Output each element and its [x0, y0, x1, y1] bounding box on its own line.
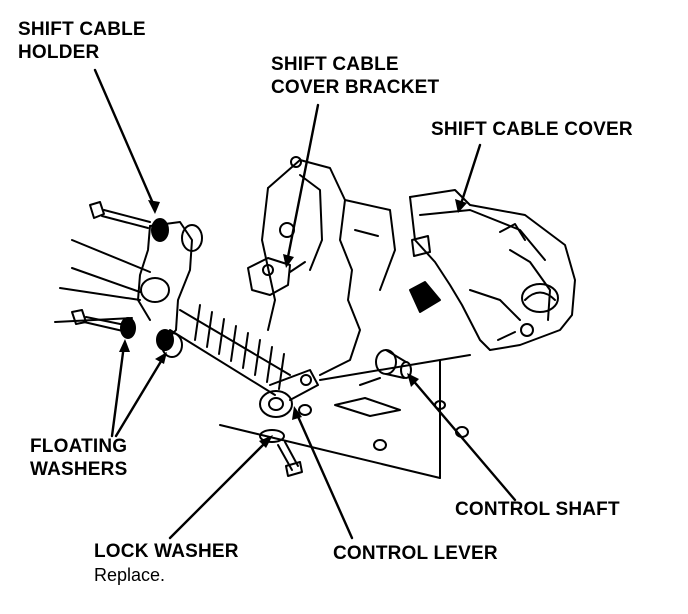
- cover-bracket-drawing: [247, 257, 306, 296]
- shift-cable-cover-drawing: [409, 189, 576, 351]
- arrowheads: [119, 199, 467, 448]
- label-shift-cable-cover: SHIFT CABLE COVER: [431, 119, 633, 140]
- label-line: FLOATING: [30, 436, 128, 457]
- cable-boot: [169, 304, 291, 396]
- shift-cable-holder-drawing: [120, 218, 203, 358]
- leader-floating-washers-1: [110, 343, 126, 438]
- control-shaft-drawing: [359, 349, 412, 386]
- label-line: COVER BRACKET: [271, 77, 440, 98]
- shift-cables: [54, 239, 151, 323]
- label-lock-washer: LOCK WASHER: [94, 541, 239, 562]
- lower-plate: [219, 354, 471, 479]
- label-line: HOLDER: [18, 42, 100, 63]
- label-shift-cable-cover-bracket: SHIFT CABLE COVER BRACKET: [271, 53, 439, 99]
- leader-cover-bracket: [285, 103, 320, 264]
- label-control-shaft: CONTROL SHAFT: [455, 499, 620, 520]
- leader-shift-cable-holder: [93, 68, 157, 210]
- leader-floating-washers-2: [114, 356, 165, 438]
- leader-control-lever: [294, 410, 354, 540]
- label-control-lever: CONTROL LEVER: [333, 543, 498, 564]
- label-line: WASHERS: [30, 459, 128, 480]
- leader-shift-cable-cover: [458, 143, 482, 209]
- label-lock-washer-note: Replace.: [94, 565, 166, 585]
- leader-control-shaft: [409, 376, 517, 502]
- transmission-housing: [261, 156, 396, 376]
- label-line: SHIFT CABLE: [18, 19, 146, 40]
- label-floating-washers: FLOATING WASHERS: [30, 435, 127, 481]
- holder-bolts: [71, 201, 151, 332]
- leader-lines: [93, 68, 517, 540]
- label-shift-cable-holder: SHIFT CABLE HOLDER: [18, 18, 146, 64]
- label-line: SHIFT CABLE: [271, 54, 399, 75]
- control-lever-drawing: [259, 369, 319, 477]
- leader-lock-washer: [168, 438, 270, 540]
